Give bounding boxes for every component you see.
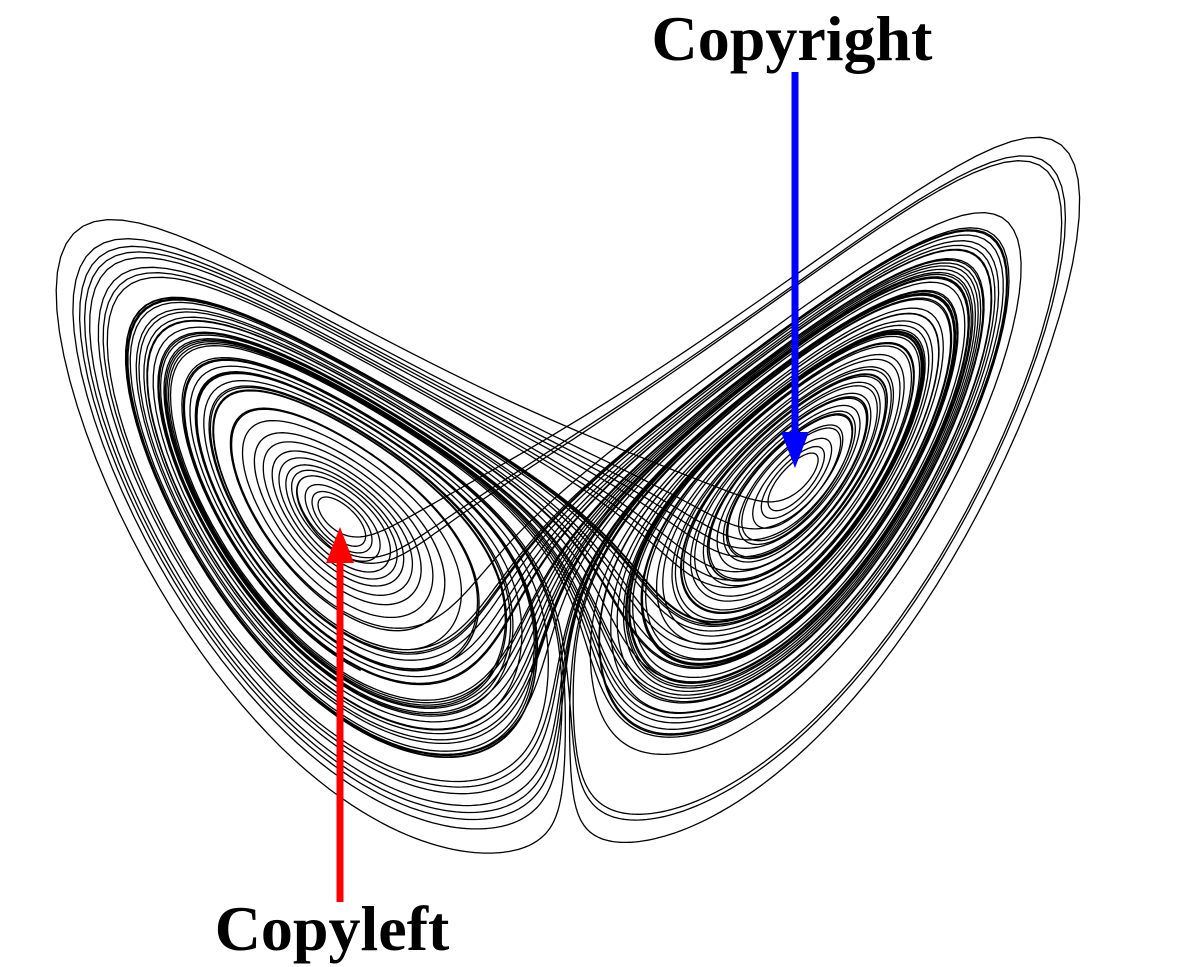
- copyright-arrow-head: [781, 432, 809, 468]
- copyleft-arrow: [326, 527, 354, 902]
- copyright-label: Copyright: [652, 3, 934, 74]
- copyleft-label: Copyleft: [215, 893, 450, 964]
- attractor-path: [55, 136, 1081, 854]
- copyleft-arrow-head: [326, 527, 354, 563]
- copyright-arrow: [781, 72, 809, 468]
- attractor-trajectory: [55, 136, 1081, 854]
